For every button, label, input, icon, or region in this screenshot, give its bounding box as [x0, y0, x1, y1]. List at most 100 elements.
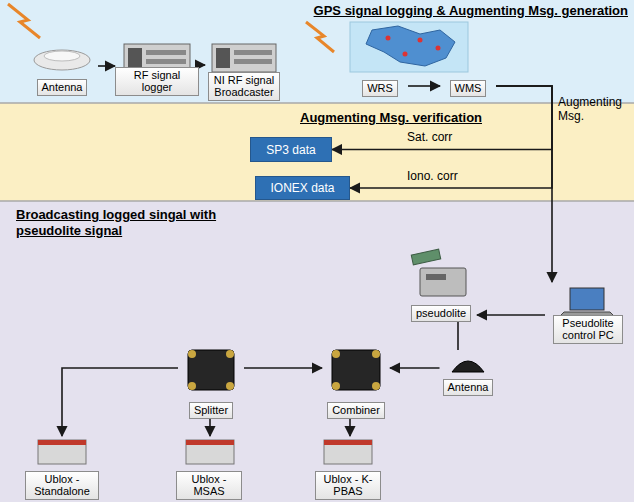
ublox-receiver [186, 440, 234, 445]
signal-arrow [199, 64, 205, 66]
data-box: SP3 data [250, 137, 332, 162]
broadcaster-rack [234, 50, 272, 55]
antenna-dome [34, 50, 90, 70]
antenna-puck [452, 361, 484, 372]
device-node: WRS [352, 75, 408, 97]
device-label: Antenna [37, 79, 88, 96]
band-panel: GPS signal logging & Augmenting Msg. gen… [0, 0, 634, 103]
device-label: Ublox - MSAS [176, 471, 242, 500]
ublox-receiver [38, 440, 86, 445]
signal-bolt [8, 4, 40, 38]
broadcaster-rack [216, 48, 230, 68]
signal-arrow [244, 367, 322, 369]
device-node: Antenna [440, 350, 497, 396]
band-divider [0, 102, 634, 104]
device-label: Pseudolite control PC [553, 315, 623, 344]
ublox-receiver [324, 440, 372, 445]
device-label: Ublox - Standalone [25, 471, 99, 500]
device-label: Combiner [327, 402, 385, 419]
device-node: Combiner [322, 343, 390, 419]
device-node: Ublox - K-PBAS [305, 436, 391, 500]
edge-label: Iono. corr [405, 170, 460, 184]
device-node: Ublox - MSAS [166, 436, 252, 500]
signal-arrow [477, 314, 545, 316]
signal-arrow [349, 419, 351, 436]
signal-arrow [209, 419, 211, 436]
band-panel: Augmenting Msg. verificationSP3 dataIONE… [0, 103, 634, 201]
device-label: NI RF signal Broadcaster [208, 72, 280, 101]
rf-port [226, 382, 234, 390]
device-label: Splitter [189, 402, 233, 419]
device-label: RF signal logger [115, 67, 199, 96]
signal-arrow [390, 367, 440, 369]
band-heading: Broadcasting logged singal with pseudoli… [16, 207, 256, 238]
rf-logger-rack [146, 59, 186, 64]
band-ground [0, 0, 634, 103]
label-holder: Augmenting Msg. [556, 96, 634, 124]
station-dot [436, 46, 441, 51]
signal-arrow [496, 86, 552, 282]
data-label: IONEX data [270, 181, 334, 195]
device-node: Pseudolite control PC [545, 282, 631, 344]
station-dot [386, 36, 391, 41]
device-label: Ublox - K-PBAS [315, 471, 381, 500]
device-label: WMS [450, 80, 487, 97]
rf-port [332, 350, 340, 358]
band-divider [0, 200, 634, 202]
device-node: Splitter [178, 343, 244, 419]
device-node: Antenna [26, 36, 98, 96]
pseudolite-device [420, 268, 466, 296]
device-node: NI RF signal Broadcaster [205, 34, 283, 101]
device-node: RF signal logger [115, 34, 199, 96]
rf-port [188, 382, 196, 390]
label-holder: Iono. corr [405, 170, 460, 184]
device-label: pseudolite [411, 305, 471, 322]
signal-arrow [62, 368, 178, 436]
signal-bolt [306, 22, 334, 52]
laptop-icon [570, 288, 604, 310]
station-map [350, 22, 468, 72]
antenna-dome [44, 51, 80, 61]
edge-label: Augmenting Msg. [556, 96, 634, 124]
ublox-receiver [38, 440, 86, 464]
signal-arrow [98, 65, 115, 67]
ublox-receiver [324, 440, 372, 464]
device-label: Antenna [443, 379, 494, 396]
signal-arrow [457, 322, 459, 350]
pseudolite-board [411, 249, 440, 265]
station-dot [418, 38, 423, 43]
rf-logger-rack [128, 48, 142, 68]
data-box: IONEX data [255, 176, 350, 200]
band-ground [0, 103, 634, 201]
rf-port [372, 350, 380, 358]
device-node: Ublox - Standalone [20, 436, 104, 500]
station-dot [403, 52, 408, 57]
signal-arrow [408, 85, 440, 87]
broadcaster-rack [234, 59, 272, 64]
device-node: pseudolite [405, 248, 477, 322]
rf-port [226, 350, 234, 358]
pseudolite-device [426, 274, 446, 280]
band-heading: GPS signal logging & Augmenting Msg. gen… [0, 3, 628, 19]
band-ground [0, 201, 634, 502]
broadcaster-rack [212, 44, 276, 72]
rf-port [332, 382, 340, 390]
station-map [366, 26, 455, 66]
edge-label: Sat. corr [405, 131, 454, 145]
data-label: SP3 data [266, 143, 315, 157]
rf-logger-rack [146, 50, 186, 55]
ublox-receiver [186, 440, 234, 464]
rf-port [372, 382, 380, 390]
label-holder: Sat. corr [405, 131, 454, 145]
combiner-device [332, 350, 380, 390]
device-label: WRS [362, 80, 398, 97]
device-node: WMS [440, 75, 496, 97]
band-panel: Broadcasting logged singal with pseudoli… [0, 201, 634, 502]
signal-arrow [350, 86, 552, 188]
splitter-device [188, 350, 234, 390]
rf-port [188, 350, 196, 358]
